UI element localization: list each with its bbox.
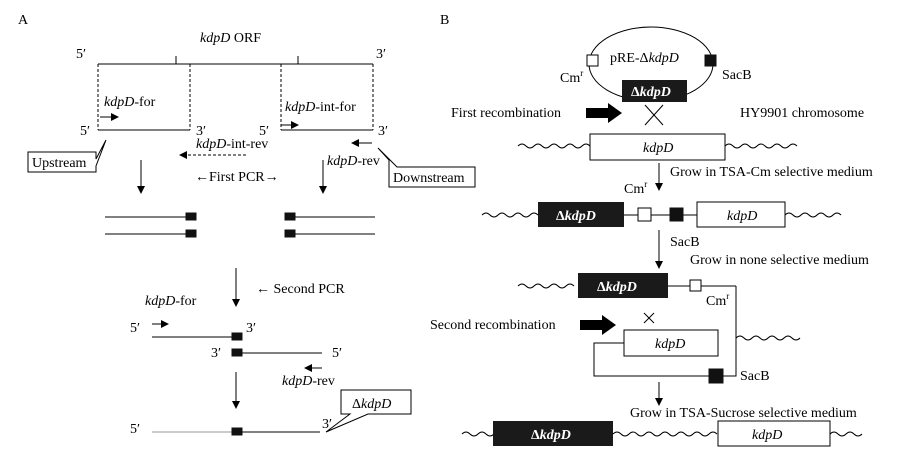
integrant-delta-kdpD-label: ΔkdpD xyxy=(556,209,596,224)
second-wave-right xyxy=(735,335,801,341)
overlap-block xyxy=(185,212,197,221)
final-wave-middle xyxy=(612,431,718,437)
kdpD-for-label-2: kdpD-for xyxy=(145,294,197,309)
kdpD-for-label: kdpD-for xyxy=(104,95,156,110)
second-recombination-arrow xyxy=(580,315,616,335)
annealed-3prime-label: 3′ xyxy=(246,321,256,336)
overlap-block xyxy=(231,427,243,436)
upstream-callout xyxy=(27,139,107,173)
panel-a-label: A xyxy=(18,13,29,28)
first-recombination-label: First recombination xyxy=(451,106,561,121)
chromosome-wave-left xyxy=(517,143,591,149)
second-loop-right xyxy=(723,286,737,377)
step1-label: Grow in TSA-Cm selective medium xyxy=(670,165,873,180)
final-kdpD-box xyxy=(717,420,831,447)
overlap-block xyxy=(284,212,296,221)
first-pcr-label: ←First PCR→ xyxy=(195,170,279,185)
kdpD-gene-box xyxy=(589,133,726,161)
fusion-5prime-label: 5′ xyxy=(130,422,140,437)
overlap-block xyxy=(231,332,243,341)
second-sacb-label: SacB xyxy=(740,369,770,384)
overlap-block xyxy=(284,229,296,238)
plasmid-label: pRE-ΔkdpD xyxy=(610,51,679,66)
annealed-5prime-label: 5′ xyxy=(130,321,140,336)
integrant-sacb-box xyxy=(669,207,684,222)
fusion-3prime-label: 3′ xyxy=(322,417,332,432)
delta-kdpD-block-label: ΔkdpD xyxy=(631,85,671,100)
second-cmr-label: Cmr xyxy=(706,291,729,309)
integrant-cmr-box xyxy=(637,207,652,222)
downstream-3prime-label: 3′ xyxy=(378,124,388,139)
second-kdpD-box xyxy=(623,329,719,357)
overlap-block xyxy=(231,348,243,357)
delta-kdpD-block xyxy=(622,80,687,102)
annealed-3prime-label-2: 3′ xyxy=(211,346,221,361)
orf-3prime-label: 3′ xyxy=(376,47,386,62)
second-delta-kdpD-block xyxy=(578,273,668,298)
second-delta-kdpD-label: ΔkdpD xyxy=(597,280,637,295)
step3-label: Grow in TSA-Sucrose selective medium xyxy=(630,406,857,421)
upstream-3prime-label: 3′ xyxy=(196,124,206,139)
downstream-callout xyxy=(377,147,476,188)
integrant-kdpD-label: kdpD xyxy=(727,209,757,224)
integrant-cmr-label: Cmr xyxy=(624,179,647,197)
final-wave-left xyxy=(461,431,495,437)
second-wave-left xyxy=(517,283,575,289)
kdpD-gene-label: kdpD xyxy=(643,141,673,156)
final-wave-right xyxy=(829,431,863,437)
second-loop-left xyxy=(593,342,709,377)
second-pcr-label: ← Second PCR xyxy=(256,282,345,297)
kdpD-int-rev-label: kdpD-int-rev xyxy=(196,137,268,152)
first-recombination-arrow xyxy=(586,103,622,123)
delta-kdpD-callout-label: ΔkdpD xyxy=(352,397,391,412)
downstream-5prime-label: 5′ xyxy=(259,124,269,139)
chromosome-label: HY9901 chromosome xyxy=(740,106,864,121)
crossover-x xyxy=(643,312,655,324)
plasmid-cmr-label: Cmr xyxy=(560,68,583,86)
chromosome-wave-right xyxy=(724,143,798,149)
kdpD-rev-label-2: kdpD-rev xyxy=(282,374,335,389)
second-cmr-box xyxy=(689,279,702,292)
sacb-marker-box xyxy=(704,54,717,67)
annealed-5prime-label-2: 5′ xyxy=(332,346,342,361)
cmr-marker-box xyxy=(586,54,599,67)
upstream-5prime-label: 5′ xyxy=(80,124,90,139)
final-delta-kdpD-block xyxy=(493,421,613,446)
second-kdpD-label: kdpD xyxy=(655,337,685,352)
kdpD-int-for-label: kdpD-int-for xyxy=(285,100,356,115)
overlap-block xyxy=(185,229,197,238)
delta-kdpD-callout xyxy=(325,389,412,433)
step2-label: Grow in none selective medium xyxy=(690,253,869,268)
orf-5prime-label: 5′ xyxy=(76,47,86,62)
integrant-wave-right xyxy=(784,212,842,218)
kdpD-rev-label: kdpD-rev xyxy=(327,154,380,169)
upstream-label: Upstream xyxy=(32,156,87,171)
downstream-label: Downstream xyxy=(393,171,465,186)
crossover-x xyxy=(644,104,664,126)
second-sacb-box xyxy=(708,368,724,384)
kdpD-orf-label: kdpD ORF xyxy=(200,31,261,46)
integrant-delta-kdpD-block xyxy=(538,202,624,227)
integrant-wave-left xyxy=(481,212,539,218)
step2-sacb-label: SacB xyxy=(670,235,700,250)
panel-b-label: B xyxy=(440,13,449,28)
second-recombination-label: Second recombination xyxy=(430,318,556,333)
final-kdpD-label: kdpD xyxy=(752,428,782,443)
plasmid-sacb-label: SacB xyxy=(722,68,752,83)
final-delta-kdpD-label: ΔkdpD xyxy=(531,428,571,443)
